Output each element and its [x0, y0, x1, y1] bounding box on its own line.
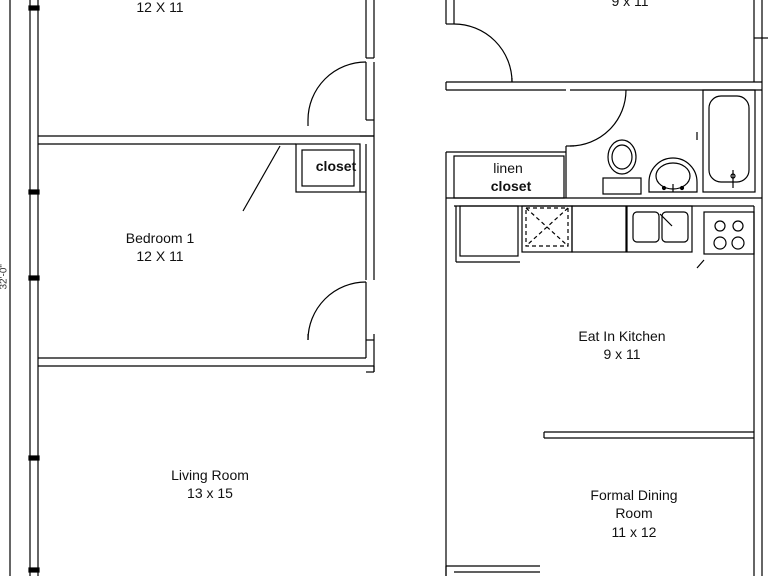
- bedroom1-name: Bedroom 1: [125, 230, 195, 246]
- dining-name-2: Room: [615, 505, 653, 521]
- kitchen-name: Eat In Kitchen: [578, 328, 666, 344]
- stove: [703, 211, 755, 255]
- bath-sink: [648, 157, 698, 193]
- top-right-room-size: 9 x 11: [611, 0, 649, 9]
- living-name: Living Room: [171, 467, 249, 483]
- door-swing-top: [307, 61, 367, 121]
- dining-size: 11 x 12: [611, 524, 657, 540]
- kitchen-size: 9 x 11: [603, 346, 641, 362]
- toilet-bowl: [607, 139, 637, 175]
- bedroom-closet-box: [295, 143, 361, 193]
- fridge: [459, 205, 519, 257]
- linen-closet-label-2: closet: [490, 178, 532, 194]
- dining-name-1: Formal Dining: [590, 487, 678, 503]
- bedroom-closet-label: closet: [315, 158, 357, 174]
- door-swing-top-right: [453, 23, 513, 83]
- top-left-room-size: 12 X 11: [136, 0, 184, 15]
- bathtub: [702, 89, 756, 193]
- bedroom1-size: 12 X 11: [136, 248, 184, 264]
- door-swing-bath: [569, 89, 627, 147]
- linen-closet-label-1: linen: [493, 160, 523, 176]
- dishwasher: [521, 205, 573, 253]
- closet-door-swing: [242, 145, 281, 212]
- toilet-tank: [602, 177, 642, 195]
- kitchen-sink: [626, 205, 693, 253]
- door-swing-bedroom1: [307, 281, 367, 341]
- living-size: 13 x 15: [187, 485, 233, 501]
- dimension-label: 32'-0": [0, 264, 10, 290]
